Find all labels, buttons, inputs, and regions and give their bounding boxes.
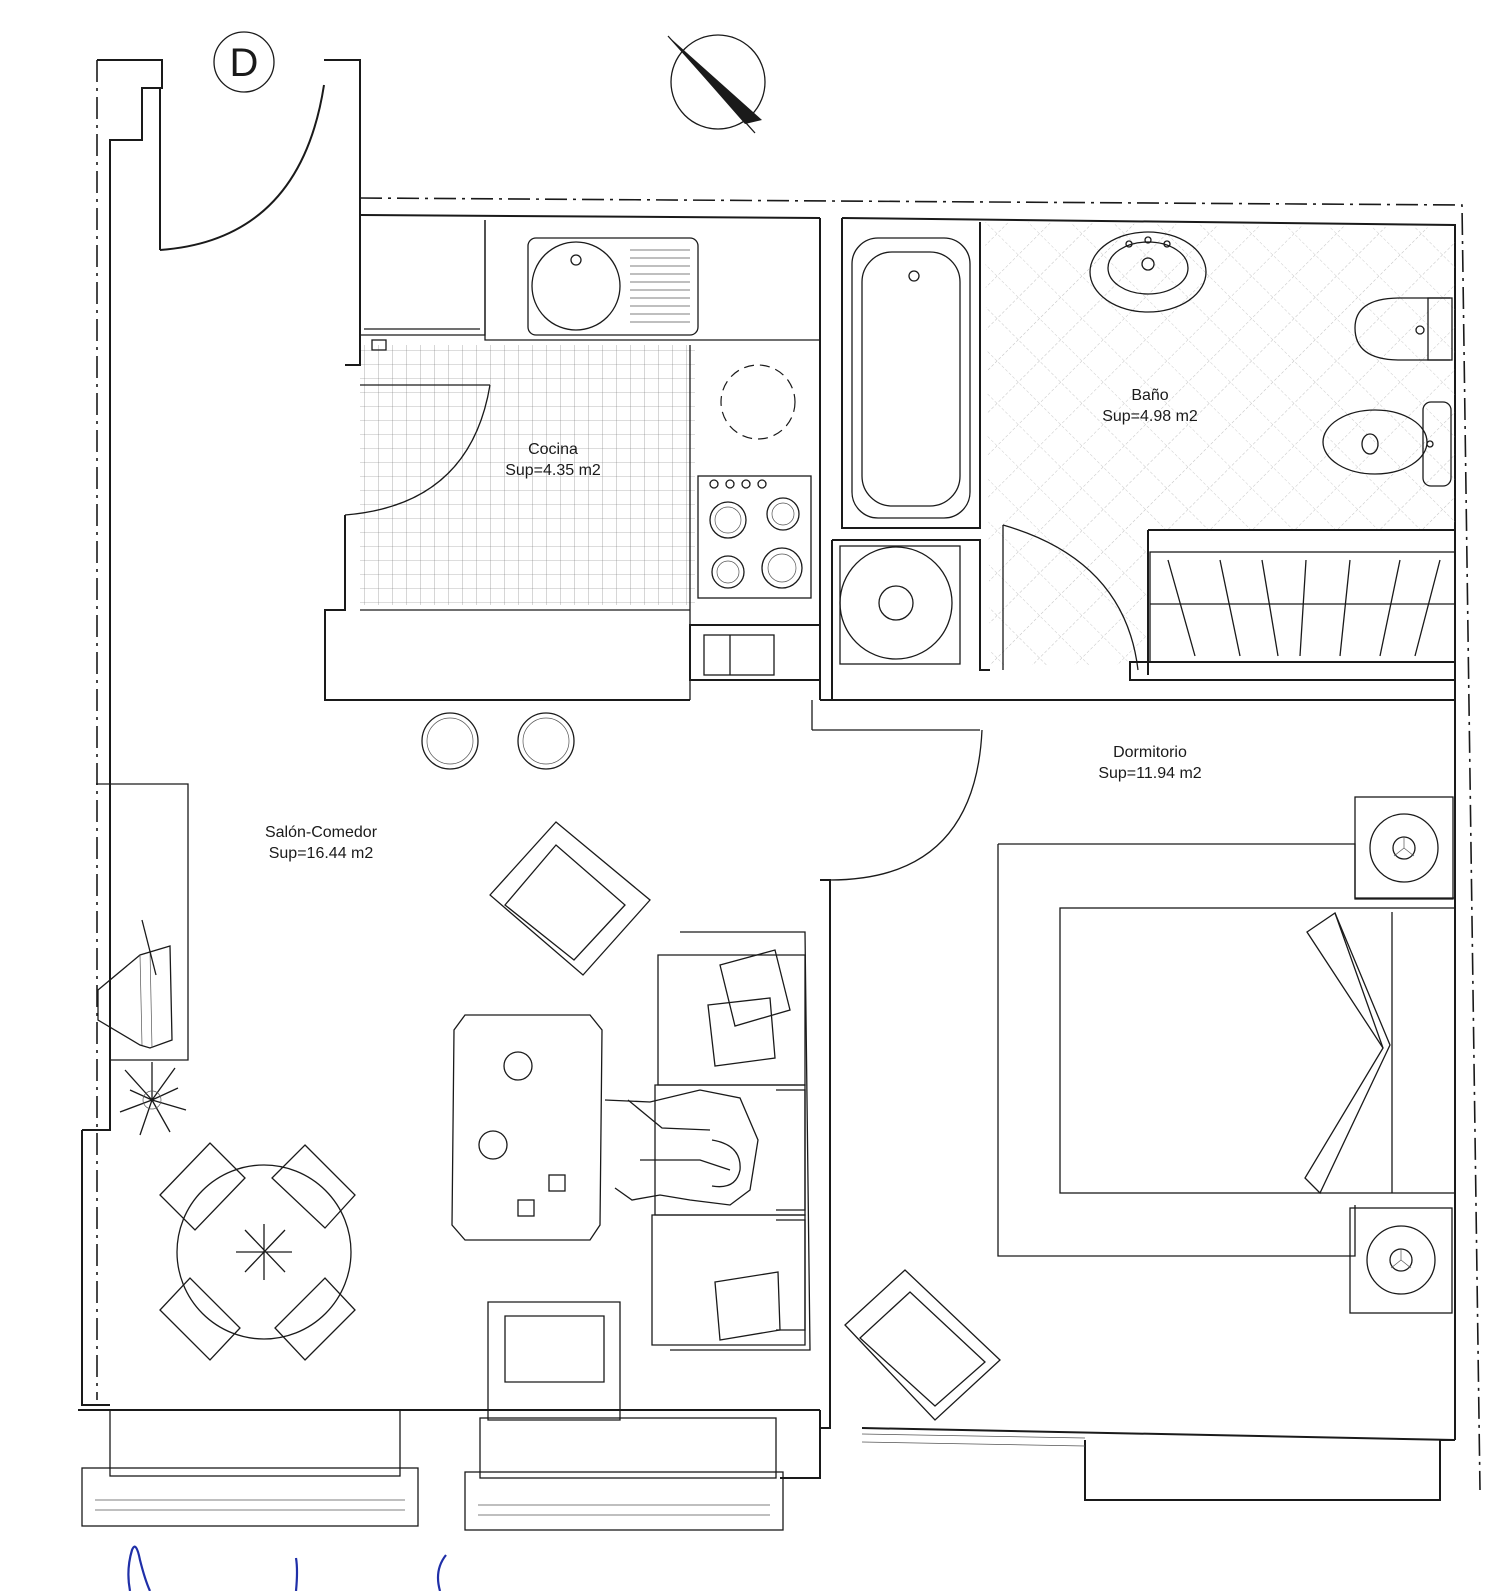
bathroom-name: Baño [1131, 387, 1168, 404]
bedroom: Dormitorio Sup=11.94 m2 [844, 744, 1456, 1421]
bedroom-name: Dormitorio [1113, 744, 1187, 761]
kitchen-door [344, 384, 491, 516]
living-dining: Salón-Comedor Sup=16.44 m2 [96, 783, 811, 1421]
bedroom-area: Sup=11.94 m2 [1098, 765, 1201, 782]
bar-stools [421, 712, 575, 770]
bidet-icon [1354, 297, 1453, 361]
armchair-icon [487, 1301, 621, 1421]
dining-table-icon [159, 1142, 356, 1361]
signature [127, 1545, 447, 1591]
bathroom: Baño Sup=4.98 m2 [831, 218, 1455, 700]
washbasin-icon [1089, 231, 1207, 313]
plant-icon [119, 1062, 187, 1136]
balcony-right [464, 1417, 784, 1531]
lamp-icon [1354, 796, 1454, 900]
armchair-icon [489, 821, 651, 976]
wardrobe-icon [1129, 551, 1456, 681]
armchair-icon [844, 1269, 1001, 1421]
interior-walls [811, 699, 1455, 1429]
kitchen: Cocina Sup=4.35 m2 [324, 215, 821, 701]
living-name: Salón-Comedor [265, 824, 378, 841]
double-bed-icon [1059, 907, 1456, 1195]
entrance-door [82, 59, 361, 1131]
coffee-table-icon [451, 1014, 603, 1241]
piano-icon [96, 783, 189, 1061]
unit-marker: D [213, 31, 275, 93]
kitchen-sink-icon [527, 237, 699, 336]
north-arrow-icon [667, 34, 766, 134]
cooktop-icon [697, 475, 812, 599]
bathroom-door [1002, 524, 1139, 671]
bathroom-area: Sup=4.98 m2 [1102, 408, 1198, 425]
oven-icon [689, 624, 821, 681]
table-round-dashed-icon [720, 364, 796, 440]
toilet-icon [1322, 401, 1452, 487]
lamp-icon [1349, 1207, 1453, 1314]
person-icon [604, 1089, 759, 1206]
outer-walls [78, 214, 1456, 1501]
bathtub-icon [851, 237, 971, 519]
washing-machine-icon [839, 545, 961, 665]
sofa-icon [651, 931, 811, 1351]
balcony-left [81, 1409, 419, 1527]
unit-marker-letter: D [230, 41, 259, 85]
kitchen-area: Sup=4.35 m2 [505, 462, 601, 479]
kitchen-name: Cocina [528, 441, 578, 458]
living-area: Sup=16.44 m2 [269, 845, 374, 862]
bedroom-window [861, 1433, 1086, 1447]
